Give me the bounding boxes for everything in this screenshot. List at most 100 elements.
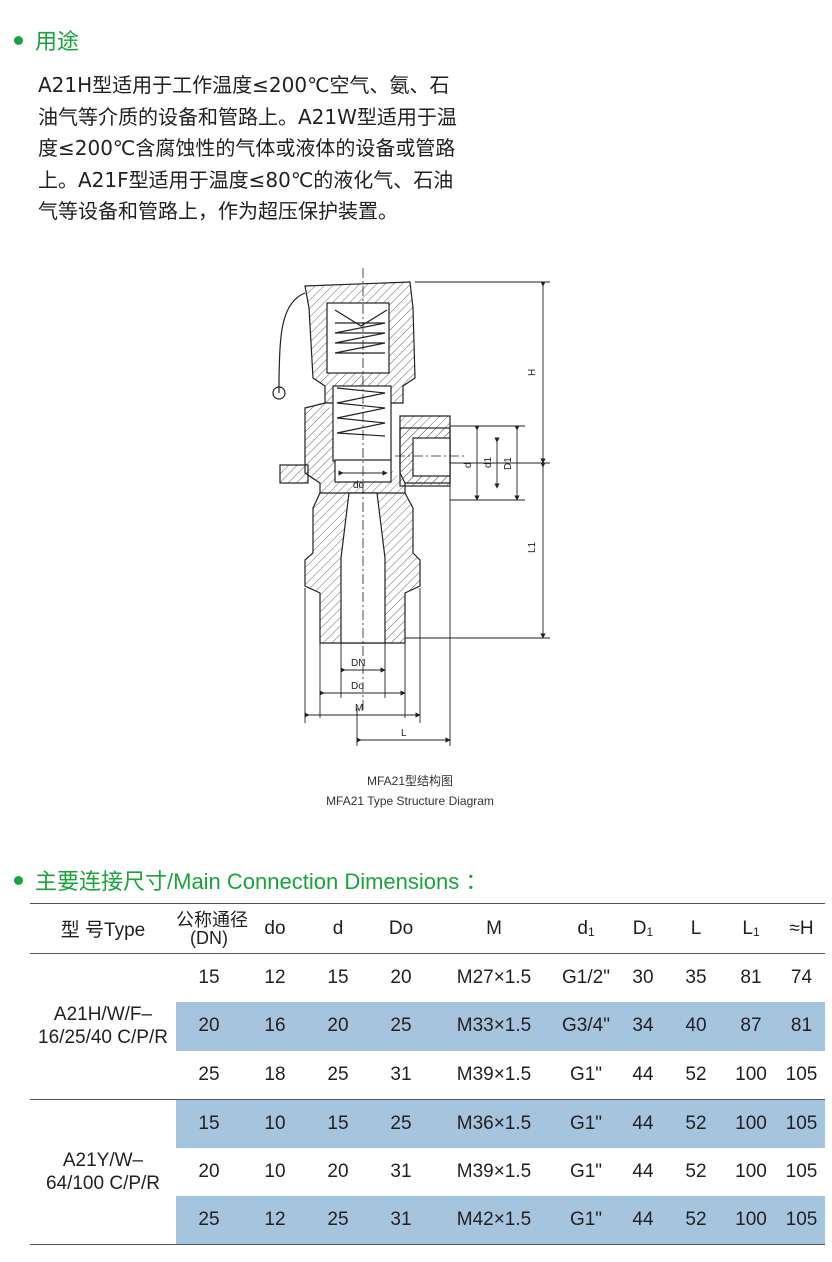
header-d: d	[308, 903, 368, 954]
table-cell: 44	[618, 1050, 668, 1100]
table-cell: 20	[176, 1002, 242, 1051]
table-cell: 31	[368, 1050, 434, 1100]
table-cell: M39×1.5	[434, 1050, 554, 1100]
table-cell: 12	[242, 1196, 308, 1245]
model-type-cell: A21H/W/F–16/25/40 C/P/R	[30, 953, 176, 1100]
spring-upper	[334, 322, 386, 354]
dim-label-d1: d1	[483, 456, 494, 468]
table-cell: 105	[778, 1196, 825, 1245]
model-type-cell: A21Y/W–64/100 C/P/R	[30, 1099, 176, 1245]
table-cell: G1"	[554, 1099, 618, 1148]
header-do: do	[242, 903, 308, 954]
table-cell: 100	[735, 1160, 767, 1182]
table-cell: 20	[327, 1160, 349, 1182]
table-cell: M39×1.5	[456, 1160, 532, 1182]
table-cell: 52	[668, 1050, 724, 1100]
table-cell: 18	[242, 1050, 308, 1100]
table-cell: 20	[308, 1002, 368, 1051]
table-cell: 15	[308, 1099, 368, 1148]
header-type: 型 号Type	[30, 903, 176, 954]
table-cell: 52	[685, 1160, 707, 1182]
table-cell: 44	[632, 1160, 654, 1182]
usage-line: 上。A21F型适用于温度≤80℃的液化气、石油	[38, 167, 454, 192]
diagram-caption-en: MFA21 Type Structure Diagram	[326, 794, 494, 808]
bullet-icon	[14, 875, 23, 885]
usage-line: A21H型适用于工作温度≤200℃空气、氨、石	[38, 73, 450, 97]
table-cell: 100	[724, 1196, 778, 1245]
table-cell: 20	[390, 967, 412, 988]
table-cell: 31	[390, 1160, 412, 1182]
table-cell: 25	[176, 1196, 242, 1245]
table-cell: 81	[740, 967, 762, 988]
table-cell: G1"	[554, 1196, 618, 1245]
table-cell: G1"	[569, 1160, 603, 1182]
usage-line: 油气等介质的设备和管路上。A21W型适用于温	[38, 104, 457, 129]
table-cell: 25	[308, 1196, 368, 1245]
table-cell: M27×1.5	[456, 967, 532, 988]
table-cell: 74	[790, 967, 813, 988]
table-cell: 31	[368, 1196, 434, 1245]
table-cell: M42×1.5	[434, 1196, 554, 1245]
table-cell: 105	[785, 1160, 818, 1182]
usage-line: 度≤200℃含腐蚀性的气体或液体的设备或管路	[38, 136, 456, 160]
table-cell: 52	[668, 1099, 724, 1148]
table-header-row: 型 号Type 公称通径(DN) do d Do M d1 D1 L L1 ≈H	[30, 903, 825, 954]
table-cell: 10	[242, 1099, 308, 1148]
usage-heading: 用途	[14, 24, 79, 56]
table-cell: 20	[198, 1160, 220, 1182]
table-cell: M33×1.5	[434, 1002, 554, 1051]
dimensions-heading: 主要连接尺寸/Main Connection Dimensions ：	[14, 864, 487, 896]
table-cell: 40	[668, 1002, 724, 1051]
table-cell: 30	[632, 967, 654, 988]
table-cell: 15	[198, 967, 220, 988]
table-cell: 52	[668, 1196, 724, 1245]
dimensions-title: 主要连接尺寸/Main Connection Dimensions ：	[35, 869, 488, 894]
table-cell: 87	[724, 1002, 778, 1051]
usage-title: 用途	[35, 30, 80, 55]
table-cell: 10	[264, 1160, 286, 1182]
table-cell: 44	[618, 1196, 668, 1245]
usage-paragraph: A21H型适用于工作温度≤200℃空气、氨、石 油气等介质的设备和管路上。A21…	[38, 70, 538, 228]
header-L: L	[668, 903, 724, 954]
dim-label-H: H	[527, 369, 538, 376]
table-cell: 81	[778, 1002, 825, 1051]
dim-label-M: M	[355, 703, 363, 714]
table-cell: 100	[724, 1099, 778, 1148]
bullet-icon	[14, 35, 23, 45]
header-Do: Do	[368, 903, 434, 954]
table-cell: 105	[778, 1099, 825, 1148]
dim-label-L: L	[401, 728, 407, 739]
table-cell: 15	[176, 1099, 242, 1148]
table-cell: 100	[724, 1050, 778, 1100]
table-cell: G1/2"	[562, 967, 610, 988]
header-L1: L1	[724, 903, 778, 954]
table-cell: 35	[685, 967, 707, 988]
header-H: ≈H	[778, 903, 825, 954]
table-cell: 12	[264, 967, 286, 988]
table-cell: M36×1.5	[434, 1099, 554, 1148]
header-D1: D1	[618, 903, 668, 954]
table-cell: G3/4"	[554, 1002, 618, 1051]
usage-line: 气等设备和管路上，作为超压保护装置。	[38, 199, 398, 223]
dim-label-d: d	[463, 462, 474, 468]
table-cell: 105	[778, 1050, 825, 1100]
table-cell: 25	[368, 1002, 434, 1051]
header-d1: d1	[554, 903, 618, 954]
table-cell: G1"	[554, 1050, 618, 1100]
header-M: M	[434, 903, 554, 954]
dimensions-table: 型 号Type 公称通径(DN) do d Do M d1 D1 L L1 ≈H…	[30, 903, 825, 1245]
dim-label-Do: Do	[351, 681, 364, 692]
table-cell: 15	[327, 967, 349, 988]
table-cell: 25	[176, 1050, 242, 1100]
table-cell: 25	[308, 1050, 368, 1100]
dim-label-D1: D1	[503, 457, 514, 470]
table-cell: 16	[242, 1002, 308, 1051]
dim-label-DN: DN	[351, 658, 365, 669]
valve-structure-diagram: H L1 d d1 D1 do DN Do M L	[272, 268, 550, 746]
table-row: 20 10 20 31 M39×1.5 G1" 44 52 100 105	[30, 1148, 825, 1197]
header-dn: 公称通径(DN)	[176, 903, 248, 954]
